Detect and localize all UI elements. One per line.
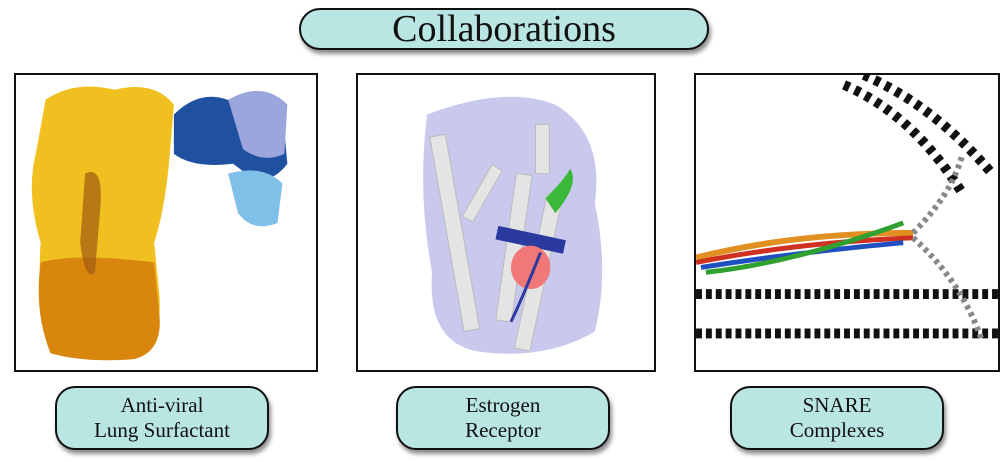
title-banner: Collaborations (299, 8, 709, 50)
label-line: SNARE (802, 393, 872, 417)
panel-estrogen-receptor (356, 73, 656, 372)
label-snare-complexes: SNARE Complexes (730, 386, 944, 450)
label-line: Estrogen (465, 393, 541, 417)
label-estrogen-receptor: Estrogen Receptor (396, 386, 610, 450)
panel-snare-complexes (694, 73, 1000, 372)
panel-lung-surfactant (14, 73, 318, 372)
snare-membrane-image (696, 75, 998, 343)
label-line: Complexes (789, 418, 885, 442)
title-text: Collaborations (392, 8, 616, 50)
label-line: Lung Surfactant (94, 418, 230, 442)
label-lung-surfactant: Anti-viral Lung Surfactant (55, 386, 269, 450)
label-line: Anti-viral (120, 393, 204, 417)
protein-surface-image (31, 86, 288, 361)
estrogen-receptor-image (423, 96, 603, 354)
label-line: Receptor (465, 418, 541, 442)
